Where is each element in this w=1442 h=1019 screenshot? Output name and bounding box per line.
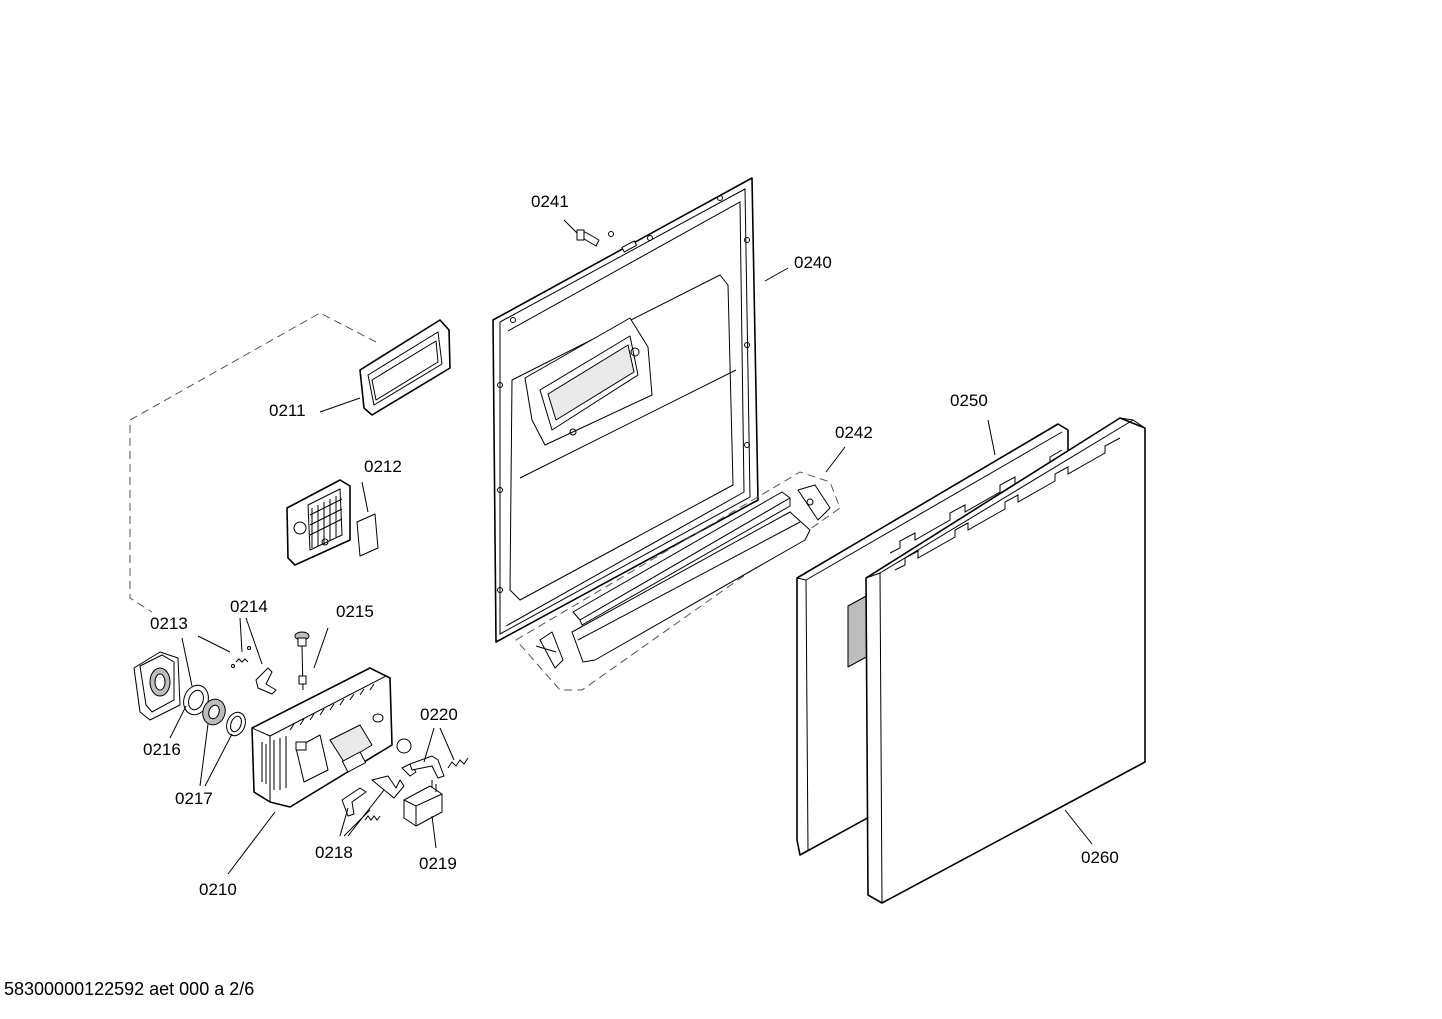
leader-0216 bbox=[169, 705, 187, 739]
label-0240: 0240 bbox=[794, 253, 832, 272]
group-outline-control bbox=[129, 312, 377, 613]
label-0250: 0250 bbox=[950, 391, 988, 410]
decor-panel-front bbox=[865, 417, 1146, 904]
spring-and-lever bbox=[231, 646, 277, 695]
leader-0218-c bbox=[347, 789, 385, 837]
program-knob bbox=[133, 651, 181, 721]
label-0214: 0214 bbox=[230, 597, 268, 616]
leader-0220-a bbox=[423, 727, 435, 763]
filter-cover bbox=[286, 479, 379, 566]
drawing-reference-footer: 58300000122592 aet 000 a 2/6 bbox=[4, 979, 255, 999]
bottom-rails bbox=[535, 484, 831, 669]
leader-0210 bbox=[227, 811, 276, 875]
label-0213: 0213 bbox=[150, 614, 188, 633]
label-0241: 0241 bbox=[531, 192, 569, 211]
leader-0211 bbox=[319, 397, 361, 413]
dispenser-frame bbox=[359, 319, 451, 416]
leader-0213 bbox=[197, 635, 231, 653]
label-0210: 0210 bbox=[199, 880, 237, 899]
label-0219: 0219 bbox=[419, 854, 457, 873]
label-0216: 0216 bbox=[143, 740, 181, 759]
leader-0214-b bbox=[245, 617, 263, 665]
label-0212: 0212 bbox=[364, 457, 402, 476]
plunger-pin bbox=[294, 631, 310, 691]
inner-door-panel bbox=[492, 177, 759, 643]
label-0215: 0215 bbox=[336, 602, 374, 621]
label-0217: 0217 bbox=[175, 789, 213, 808]
leader-0215 bbox=[313, 627, 329, 669]
leader-0220-b bbox=[439, 727, 455, 761]
leader-0213-b bbox=[181, 637, 193, 687]
leader-0218-a bbox=[339, 807, 349, 837]
leader-0260 bbox=[1064, 809, 1093, 845]
label-0242: 0242 bbox=[835, 423, 873, 442]
knob-rings bbox=[183, 684, 246, 737]
group-outline-rails bbox=[515, 471, 841, 691]
label-0218: 0218 bbox=[315, 843, 353, 862]
leader-0218-b bbox=[343, 809, 371, 837]
leader-0217-b bbox=[204, 733, 233, 787]
leader-0214-a bbox=[239, 617, 243, 653]
leader-0242 bbox=[825, 446, 846, 473]
label-0260: 0260 bbox=[1081, 848, 1119, 867]
control-housing bbox=[251, 667, 393, 808]
leader-0212 bbox=[361, 481, 369, 513]
label-0220: 0220 bbox=[420, 705, 458, 724]
leader-0250 bbox=[987, 419, 996, 456]
door-switch bbox=[403, 780, 443, 827]
leader-0217-a bbox=[199, 723, 209, 787]
label-0211: 0211 bbox=[269, 401, 306, 420]
screw bbox=[563, 219, 600, 247]
ball-lever-spring bbox=[396, 738, 469, 779]
leader-0219 bbox=[431, 815, 437, 849]
leader-0240 bbox=[764, 267, 789, 282]
